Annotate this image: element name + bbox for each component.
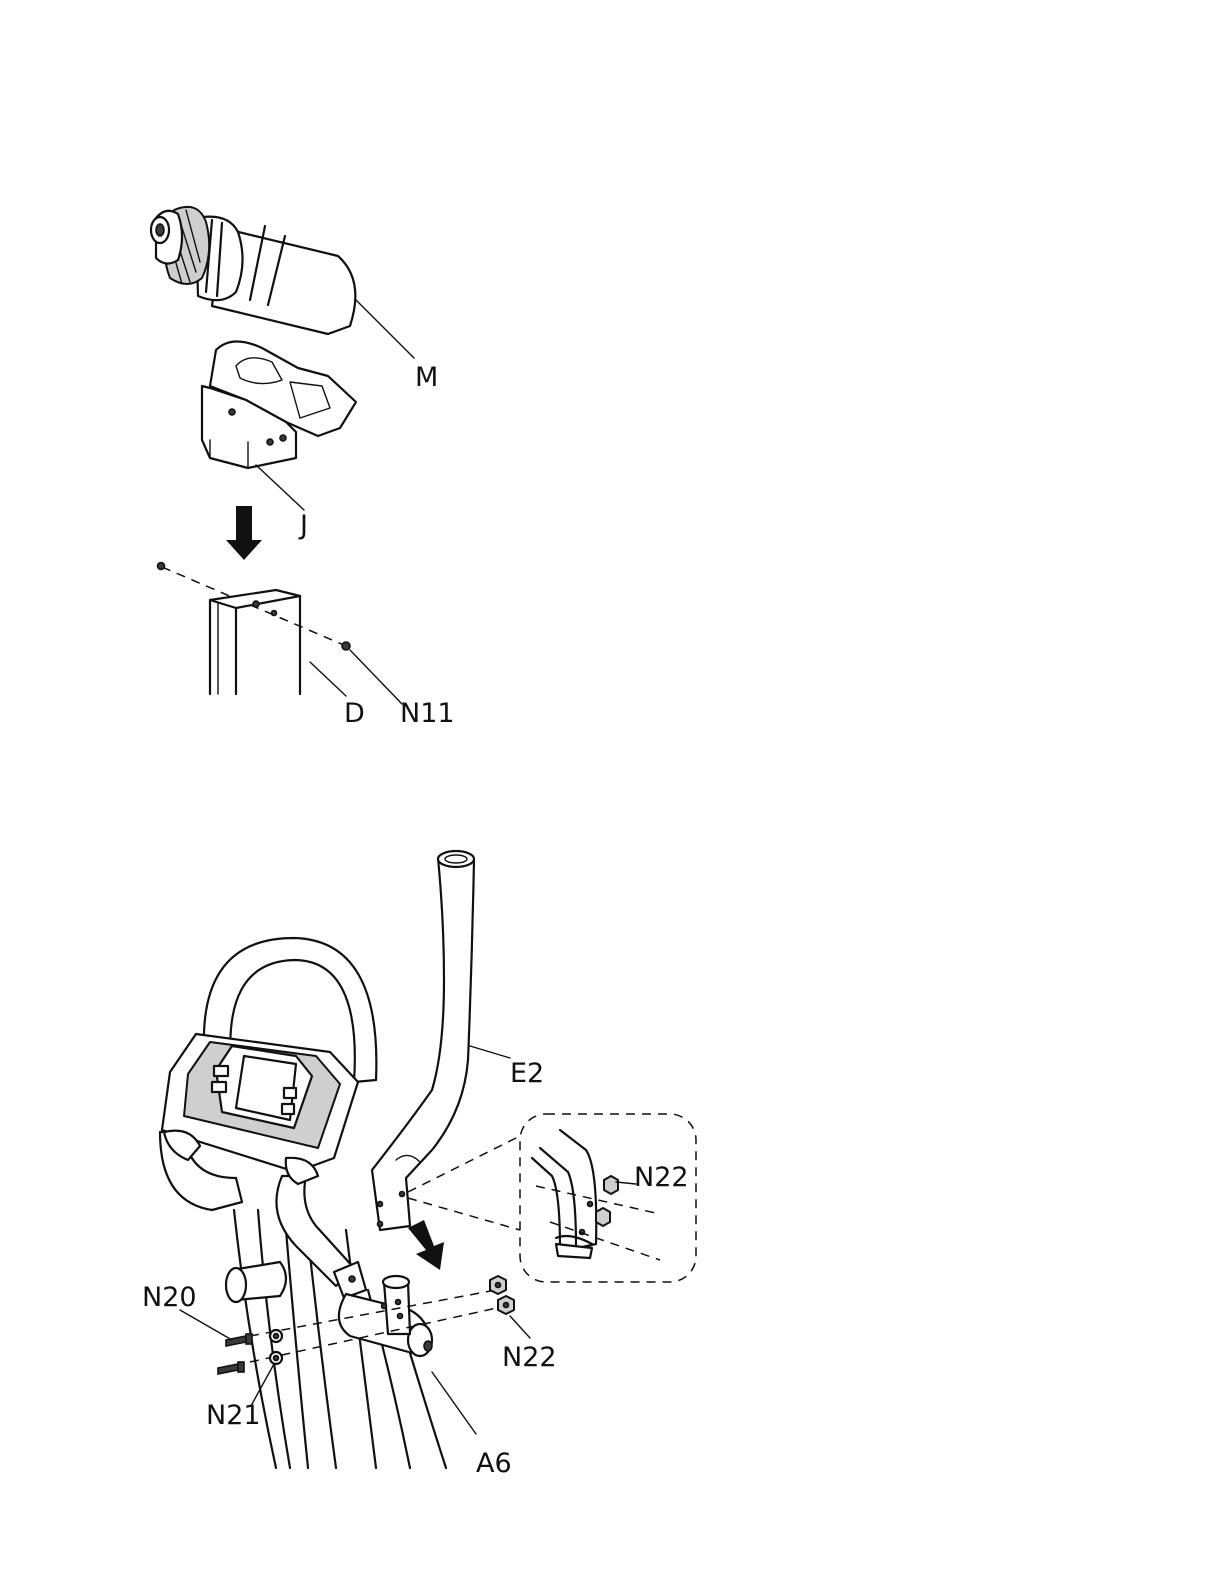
label-n20: N20 <box>142 1282 197 1313</box>
bolts-n20 <box>218 1334 252 1374</box>
label-e2: E2 <box>510 1058 544 1089</box>
label-n22-detail: N22 <box>634 1162 689 1193</box>
screw-right <box>342 642 350 650</box>
leader-line-a6 <box>432 1372 476 1434</box>
leader-line-e2 <box>470 1046 510 1058</box>
leader-line-n20 <box>180 1310 232 1340</box>
screw-left <box>158 563 165 570</box>
label-a6: A6 <box>476 1448 512 1479</box>
upright-post <box>210 590 300 694</box>
handlebar-assembly: E2 N20 N21 N22 <box>142 851 696 1479</box>
label-n22-main: N22 <box>502 1342 557 1373</box>
label-m: M <box>415 362 438 393</box>
leader-line-j <box>256 465 304 510</box>
bottle-assembly: M J D <box>151 207 455 729</box>
bottle-holder <box>202 341 356 468</box>
water-bottle <box>151 207 355 334</box>
upper-handlebar <box>372 851 474 1230</box>
label-n11: N11 <box>400 698 455 729</box>
leader-line-m <box>356 300 414 358</box>
detail-callout <box>408 1114 696 1282</box>
label-d: D <box>344 698 365 729</box>
leader-line-n22-main <box>510 1316 530 1338</box>
leader-line-n11 <box>350 650 402 704</box>
leader-line-n21 <box>252 1364 274 1404</box>
down-arrow-icon <box>226 506 262 560</box>
label-n21: N21 <box>206 1400 261 1431</box>
nuts-n22 <box>490 1276 514 1314</box>
label-j: J <box>298 510 308 541</box>
leader-line-d <box>310 662 346 696</box>
insert-arrow-icon <box>408 1220 444 1270</box>
